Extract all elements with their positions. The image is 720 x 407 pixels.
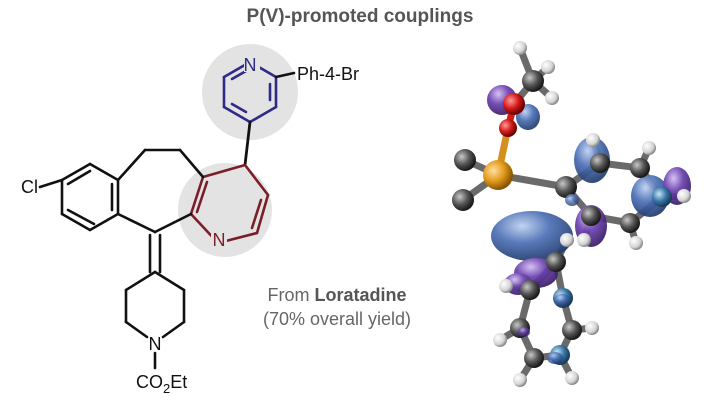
middle-pyridine-n-label: N xyxy=(213,230,226,250)
source-prefix: From xyxy=(267,285,310,305)
chloro-label: Cl xyxy=(21,177,38,197)
substituent-bond xyxy=(274,71,296,79)
figure-title: P(V)-promoted couplings xyxy=(246,6,474,27)
carbamate-label: CO2Et xyxy=(136,372,187,396)
orbital-3d-model xyxy=(452,41,691,387)
yield-line: (70% overall yield) xyxy=(262,309,412,329)
biaryl-bond xyxy=(243,120,252,167)
orbital-lobes-front xyxy=(518,194,579,364)
middle-pyridine-highlight xyxy=(178,163,272,257)
source-line: From Loratadine xyxy=(232,283,442,307)
piperidine-n-label: N xyxy=(149,334,162,354)
model-atoms xyxy=(452,41,691,387)
loratadine-derivative-structure: N Ph-4-Br N xyxy=(21,44,359,396)
source-caption: From Loratadine (70% overall yield) xyxy=(232,283,442,331)
middle-pyridine-ring xyxy=(189,163,270,245)
top-pyridine-n-label: N xyxy=(244,55,257,75)
source-compound: Loratadine xyxy=(314,285,407,305)
top-pyridine-highlight xyxy=(202,44,298,140)
tricyclic-framework xyxy=(38,148,205,370)
bromophenyl-label: Ph-4-Br xyxy=(297,64,359,84)
